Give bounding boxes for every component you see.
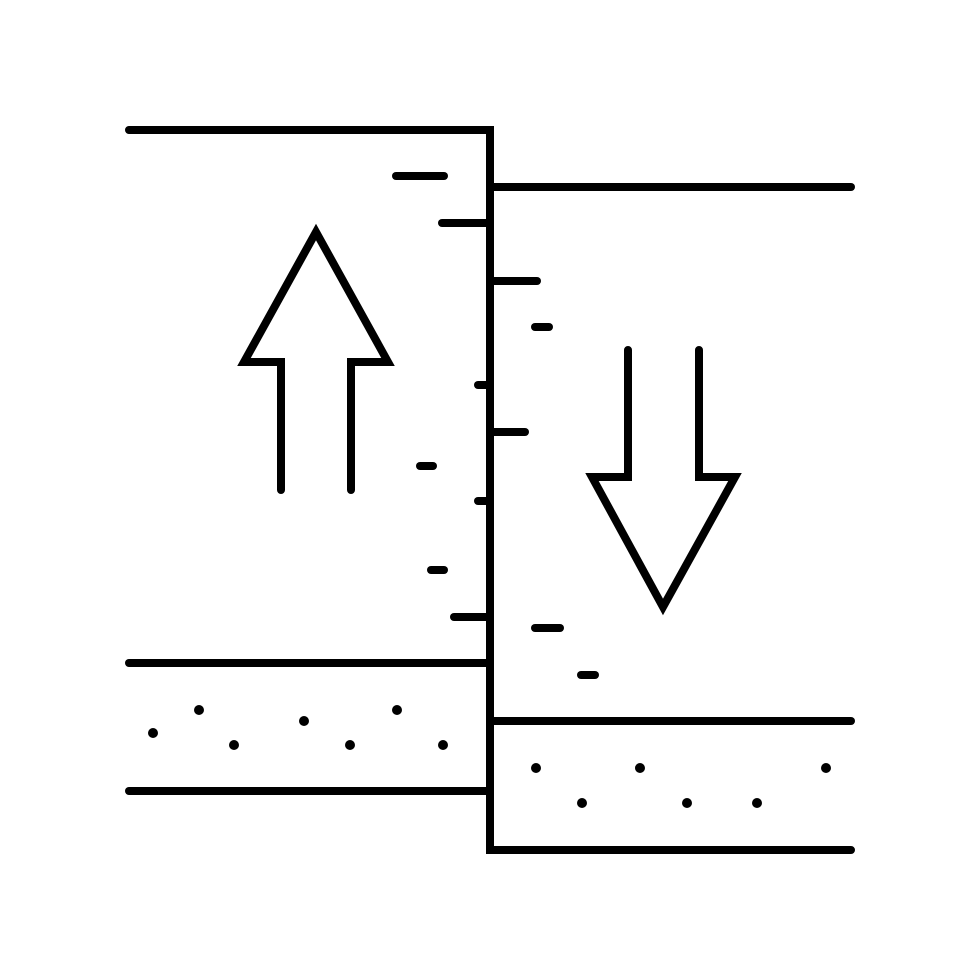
sediment-dot xyxy=(392,705,402,715)
sediment-dot xyxy=(148,728,158,738)
sediment-dot xyxy=(531,763,541,773)
down-arrow-icon xyxy=(585,346,742,616)
sediment-dot xyxy=(194,705,204,715)
sediment-dot xyxy=(345,740,355,750)
sediment-dot xyxy=(299,716,309,726)
fault-line xyxy=(125,126,855,854)
left-layer-sediment-dots xyxy=(148,705,448,750)
fault-zone-dashes xyxy=(392,172,599,679)
sediment-dot xyxy=(752,798,762,808)
right-layer-sediment-dots xyxy=(531,763,831,808)
sediment-dot xyxy=(438,740,448,750)
sediment-dot xyxy=(635,763,645,773)
sediment-dot xyxy=(821,763,831,773)
sediment-dot xyxy=(577,798,587,808)
up-arrow-icon xyxy=(237,223,395,494)
sediment-dot xyxy=(682,798,692,808)
sediment-dot xyxy=(229,740,239,750)
